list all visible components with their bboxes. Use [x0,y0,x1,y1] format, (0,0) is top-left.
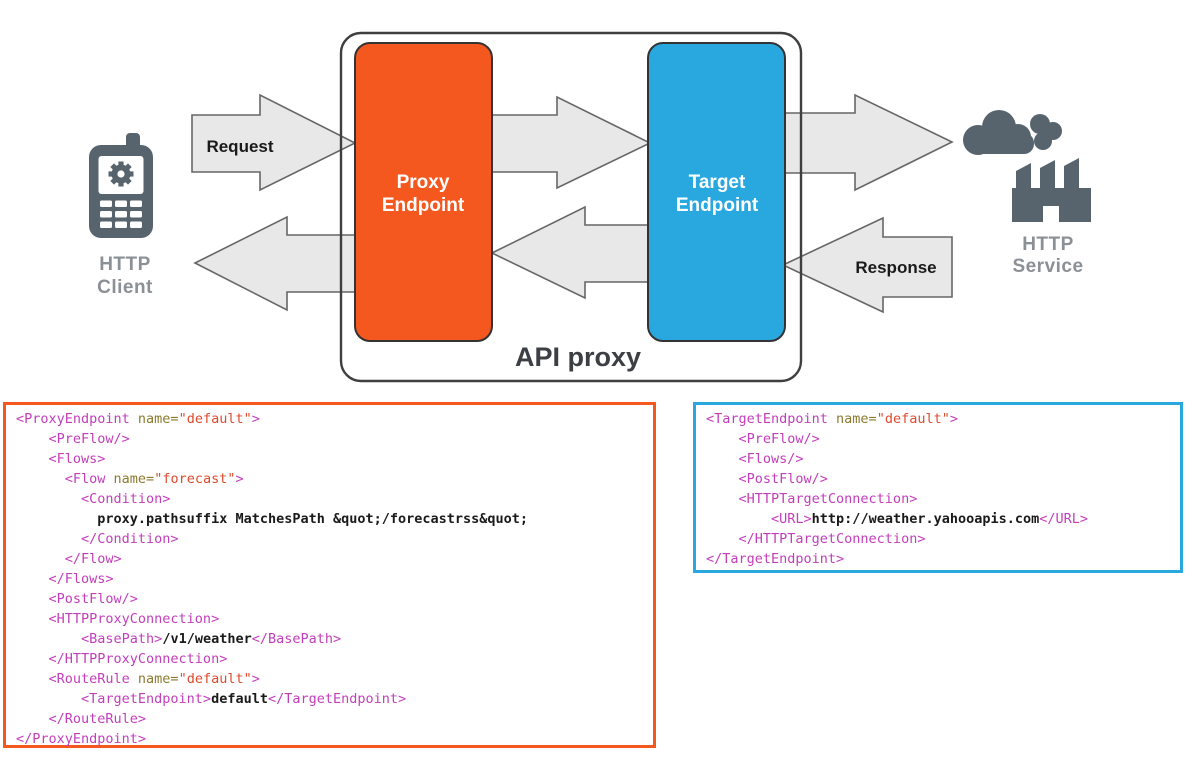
response-arrow [781,216,953,314]
factory-building [1012,158,1091,222]
code-line: <TargetEndpoint>default</TargetEndpoint> [16,689,649,709]
code-token: </URL> [1039,511,1089,527]
code-token: <RouteRule [16,671,138,687]
code-token: "default" [876,411,950,427]
code-token: > [251,671,260,687]
http-service-label-line1: HTTP [1022,234,1074,255]
code-token: <ProxyEndpoint [16,411,138,427]
code-token: > [235,471,244,487]
target-endpoint-label-line2: Endpoint [676,195,759,216]
code-token: <Flow [16,471,114,487]
code-token: </HTTPProxyConnection> [16,651,228,667]
target-endpoint-label-line1: Target [689,172,746,193]
code-token: /v1/weather [162,631,252,647]
code-token: <Flows> [16,451,106,467]
code-token: <TargetEndpoint> [16,691,212,707]
proxy-endpoint-code-block: <ProxyEndpoint name="default"> <PreFlow/… [3,402,656,748]
code-line: </Flow> [16,549,649,569]
smoke-cloud [963,110,1062,155]
code-token: </HTTPTargetConnection> [706,531,926,547]
http-client-icon [89,133,153,238]
code-line: <Flows> [16,449,649,469]
response-label: Response [855,258,936,277]
code-line: <ProxyEndpoint name="default"> [16,409,649,429]
gear-icon [108,161,134,187]
code-line: <URL>http://weather.yahooapis.com</URL> [706,509,1176,529]
target-endpoint-box [647,42,786,342]
code-token: <TargetEndpoint [706,411,837,427]
phone-keypad [100,200,142,228]
code-line: <HTTPProxyConnection> [16,609,649,629]
proxy-endpoint-label-line1: Proxy [397,172,450,193]
code-token: "default" [178,671,252,687]
proxy-endpoint-label-line2: Endpoint [382,195,465,216]
code-line: </ProxyEndpoint> [16,729,649,749]
code-token: proxy.pathsuffix MatchesPath &quot;/fore… [16,511,529,527]
code-line: proxy.pathsuffix MatchesPath &quot;/fore… [16,509,649,529]
code-token: <HTTPTargetConnection> [706,491,918,507]
code-line: <PostFlow/> [706,469,1176,489]
proxy-endpoint-box [354,42,493,342]
code-line: <PreFlow/> [16,429,649,449]
code-token: default [211,691,268,707]
code-token: <BasePath> [16,631,163,647]
code-token: </Flows> [16,571,114,587]
code-line: </RouteRule> [16,709,649,729]
http-service-icon [963,110,1091,222]
code-token: name= [137,671,179,687]
code-token: </TargetEndpoint> [706,551,845,567]
code-line: <BasePath>/v1/weather</BasePath> [16,629,649,649]
code-line: <RouteRule name="default"> [16,669,649,689]
code-token: > [251,411,260,427]
code-token: <PreFlow/> [706,431,820,447]
code-line: <Flows/> [706,449,1176,469]
code-token: </ProxyEndpoint> [16,731,147,747]
code-line: <PostFlow/> [16,589,649,609]
target-to-proxy-arrow [490,205,654,300]
code-token: > [949,411,958,427]
http-client-label-line2: Client [97,277,153,298]
code-token: <PostFlow/> [706,471,828,487]
code-line: </HTTPTargetConnection> [706,529,1176,549]
request-label: Request [206,137,273,156]
code-token: </TargetEndpoint> [267,691,407,707]
code-line: </Flows> [16,569,649,589]
proxy-to-target-arrow [491,95,652,190]
code-token: </BasePath> [251,631,342,647]
proxy-flow-diagram: Proxy Endpoint Target Endpoint Request R… [89,31,1091,383]
code-line: </TargetEndpoint> [706,549,1176,569]
code-token: "forecast" [154,471,236,487]
response-to-client-arrow [193,215,359,312]
code-token: <PostFlow/> [16,591,138,607]
code-line: <Flow name="forecast"> [16,469,649,489]
code-token: name= [137,411,179,427]
code-line: <TargetEndpoint name="default"> [706,409,1176,429]
code-line: <HTTPTargetConnection> [706,489,1176,509]
code-token: http://weather.yahooapis.com [811,511,1040,527]
code-token: <URL> [706,511,812,527]
code-token: </Flow> [16,551,122,567]
http-service-label-line2: Service [1012,256,1083,277]
target-to-service-arrow [784,93,954,192]
code-token: "default" [178,411,252,427]
code-token: </RouteRule> [16,711,147,727]
code-token: </Condition> [16,531,179,547]
request-arrow [191,93,357,192]
code-token: <Condition> [16,491,171,507]
target-endpoint-code-block: <TargetEndpoint name="default"> <PreFlow… [693,402,1183,573]
code-token: name= [836,411,877,427]
code-token: <Flows/> [706,451,804,467]
factory-door [1043,206,1059,222]
api-proxy-label: API proxy [515,342,641,372]
code-token: <PreFlow/> [16,431,130,447]
api-proxy-container [339,31,803,383]
flow-arrows [191,93,954,314]
code-line: </Condition> [16,529,649,549]
code-line: <Condition> [16,489,649,509]
code-line: </HTTPProxyConnection> [16,649,649,669]
http-client-label-line1: HTTP [99,254,151,275]
code-token: <HTTPProxyConnection> [16,611,220,627]
code-line: <PreFlow/> [706,429,1176,449]
code-token: name= [113,471,155,487]
